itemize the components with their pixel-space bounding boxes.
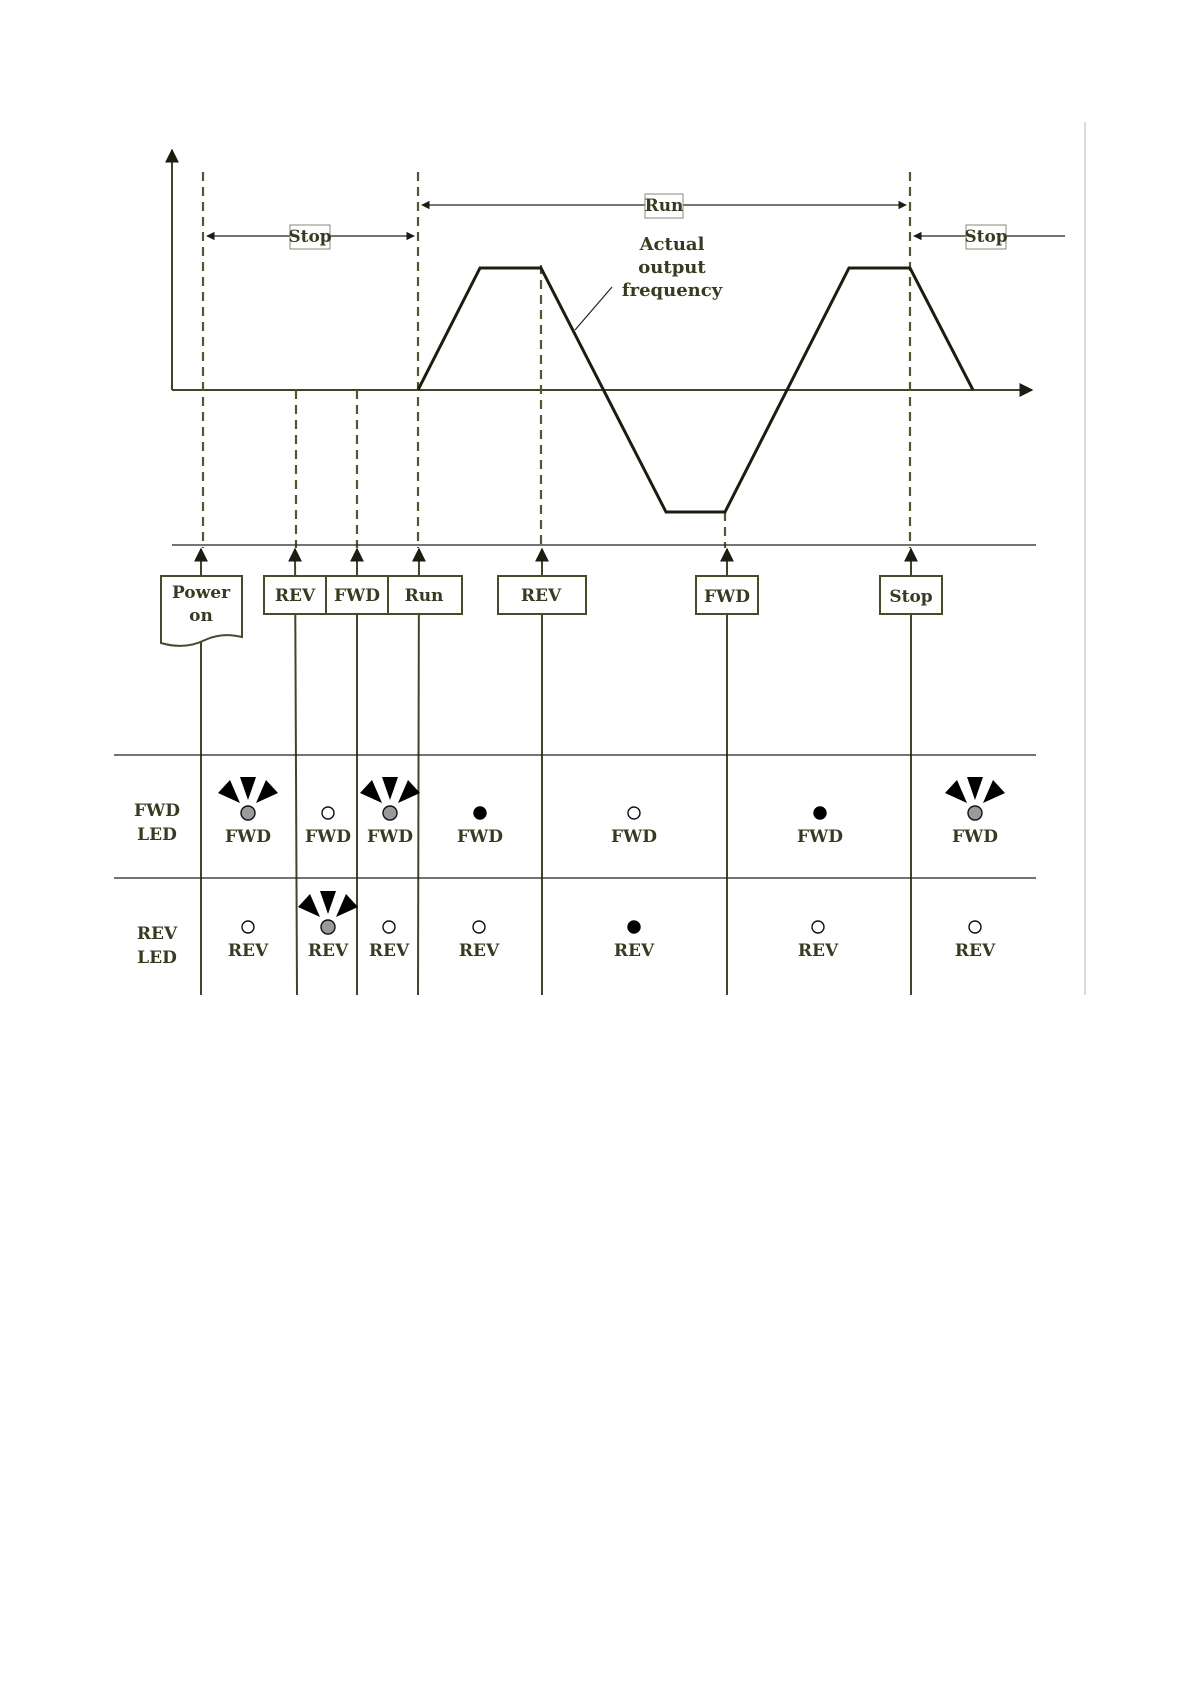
- rev-led-label: REV: [798, 941, 839, 961]
- svg-text:FWD: FWD: [704, 587, 750, 607]
- stop-span-right-label: Stop: [964, 227, 1007, 247]
- fwd-led-label: FWD: [457, 827, 503, 847]
- key-event-lines: [201, 549, 911, 995]
- key-run: Run: [388, 576, 462, 614]
- blink-rays-icon: [298, 891, 358, 917]
- led-off-icon: [322, 807, 334, 819]
- led-on-icon: [474, 807, 486, 819]
- led-blinking-icon: [383, 806, 397, 820]
- fwd-led-label: FWD: [952, 827, 998, 847]
- svg-text:LED: LED: [137, 825, 177, 845]
- svg-text:FWD: FWD: [334, 586, 380, 606]
- led-on-icon: [814, 807, 826, 819]
- fwd-led-states: FWD FWD FWD FWD FWD FWD FWD: [218, 777, 1005, 847]
- rev-led-states: REV REV REV REV REV REV REV: [228, 891, 996, 961]
- annotation-line3: frequency: [622, 280, 723, 301]
- annotation-line1: Actual: [639, 234, 705, 255]
- rev-led-6: REV: [798, 921, 839, 961]
- fwd-led-4: FWD: [457, 807, 503, 847]
- rev-led-5: REV: [614, 921, 655, 961]
- svg-text:LED: LED: [137, 948, 177, 968]
- fwd-led-1: FWD: [218, 777, 278, 847]
- led-blinking-icon: [321, 920, 335, 934]
- rev-led-label: REV: [369, 941, 410, 961]
- led-on-icon: [628, 921, 640, 933]
- svg-text:REV: REV: [275, 586, 316, 606]
- rev-led-row-label: REV LED: [137, 924, 178, 968]
- fwd-led-3: FWD: [360, 777, 420, 847]
- fwd-led-5: FWD: [611, 807, 657, 847]
- rev-led-1: REV: [228, 921, 269, 961]
- rev-led-label: REV: [459, 941, 500, 961]
- stop-span-left-label: Stop: [288, 227, 331, 247]
- key-power-on: Power on: [161, 576, 242, 646]
- fwd-led-label: FWD: [797, 827, 843, 847]
- rev-led-label: REV: [228, 941, 269, 961]
- stop-span-left: Stop: [207, 225, 414, 249]
- annotation-line2: output: [638, 257, 706, 278]
- key-power-on-line2: on: [189, 606, 213, 626]
- rev-led-3: REV: [369, 921, 410, 961]
- stop-span-right: Stop: [914, 225, 1065, 249]
- rev-led-4: REV: [459, 921, 500, 961]
- rev-led-7: REV: [955, 921, 996, 961]
- blink-rays-icon: [360, 777, 420, 803]
- fwd-led-label: FWD: [611, 827, 657, 847]
- key-rev-2: REV: [498, 576, 586, 614]
- blink-rays-icon: [945, 777, 1005, 803]
- svg-text:Run: Run: [405, 586, 444, 606]
- fwd-led-label: FWD: [367, 827, 413, 847]
- fwd-led-6: FWD: [797, 807, 843, 847]
- fwd-led-7: FWD: [945, 777, 1005, 847]
- rev-led-label: REV: [614, 941, 655, 961]
- key-stop: Stop: [880, 576, 942, 614]
- blink-rays-icon: [218, 777, 278, 803]
- key-fwd-1: FWD: [326, 576, 388, 614]
- fwd-led-row-label: FWD LED: [134, 801, 180, 845]
- fwd-led-2: FWD: [305, 807, 351, 847]
- led-off-icon: [383, 921, 395, 933]
- fwd-led-label: FWD: [225, 827, 271, 847]
- led-off-icon: [628, 807, 640, 819]
- led-off-icon: [969, 921, 981, 933]
- rev-led-2: REV: [298, 891, 358, 961]
- svg-text:REV: REV: [137, 924, 178, 944]
- rev-led-label: REV: [955, 941, 996, 961]
- key-rev-1: REV: [264, 576, 326, 614]
- fwd-led-label: FWD: [305, 827, 351, 847]
- led-off-icon: [812, 921, 824, 933]
- svg-text:REV: REV: [521, 586, 562, 606]
- svg-text:FWD: FWD: [134, 801, 180, 821]
- rev-led-label: REV: [308, 941, 349, 961]
- run-span: Run: [422, 194, 906, 218]
- key-fwd-2: FWD: [696, 576, 758, 614]
- svg-text:Stop: Stop: [889, 587, 932, 607]
- run-span-label: Run: [645, 196, 684, 216]
- key-power-on-line1: Power: [172, 583, 231, 603]
- led-blinking-icon: [241, 806, 255, 820]
- led-off-icon: [473, 921, 485, 933]
- led-off-icon: [242, 921, 254, 933]
- frequency-annotation: Actual output frequency: [575, 234, 723, 330]
- led-blinking-icon: [968, 806, 982, 820]
